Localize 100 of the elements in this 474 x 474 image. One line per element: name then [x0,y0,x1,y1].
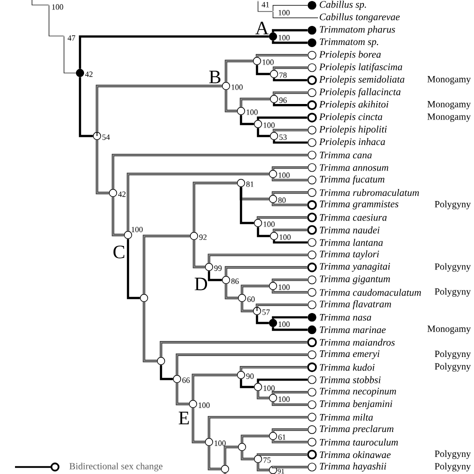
node-marker [268,394,278,402]
node-marker [268,170,278,178]
tip-marker [308,288,316,297]
clade-letter: C [113,246,124,258]
tree-branch [96,84,222,132]
tree-branch [256,54,308,57]
tip-marker [308,312,316,322]
tree-branch [272,103,308,106]
tip-marker [308,163,316,172]
tree-branch [240,115,254,126]
tip-marker [308,400,316,410]
tip-marker [308,375,316,384]
clade-letter: A [255,22,269,34]
tree-branch [240,434,269,443]
species-name: Trimma annosum [320,164,388,171]
node-marker [254,382,262,392]
species-name: Trimma benjamini [320,400,392,410]
tree-branch [272,440,308,444]
species-name: Trimma lantana [320,238,383,246]
species-name: Trimma caudomaculatum [320,288,421,296]
tree-branch [272,316,308,319]
tree-branch [142,302,157,362]
mating-system: Monogamy [427,76,471,84]
node-marker [204,438,214,446]
tip-marker [308,412,316,422]
species-name: Trimmatom sp. [320,38,378,48]
tip-marker [307,75,317,86]
species-name: Priolepis inhaca [319,138,385,148]
species-name: Priolepis latifascima [319,63,402,72]
tree-branch [272,128,308,132]
node-marker [222,276,230,284]
tip-marker [307,262,317,272]
legend-label: Bidirectional sex change [69,462,162,472]
tree-branch [272,240,308,244]
species-name: Trimma maiandros [320,338,395,346]
tree-branch [32,0,49,6]
node-marker [268,282,278,290]
tree-branch [272,228,308,232]
species-name: Trimma marinae [320,326,386,334]
species-name: Trimma milta [320,414,373,421]
tip-marker [307,337,317,348]
tree-branch [256,378,308,383]
node-marker [238,442,246,452]
tree-branch [160,341,308,357]
tree-branch [192,408,205,444]
node-marker [76,68,84,78]
node-marker [92,132,102,140]
tree-branch [272,91,308,95]
node-marker [268,32,278,41]
tree-branch [112,197,124,236]
node-marker [222,82,230,90]
tree-branch [126,172,269,231]
tip-marker [308,150,316,160]
node-marker [270,70,278,78]
species-name: Trimma flavatram [320,300,392,310]
tip-marker [307,100,317,110]
tree-branch [78,77,93,138]
species-name: Trimma okinawae [320,451,391,458]
node-marker [254,218,262,228]
tree-branch [192,182,237,232]
tree-branch [272,166,308,170]
tree-branch [78,35,269,69]
tree-branch [272,40,308,44]
node-marker [268,432,278,440]
tip-marker [307,200,317,210]
node-marker [252,56,262,66]
tip-marker [308,176,316,184]
species-name: Trimma tauroculum [320,438,398,446]
tree-branch [176,354,308,375]
tree-branch [224,60,253,82]
tip-marker [308,425,316,434]
node-marker [236,106,246,116]
species-name: Trimma fucatum [320,175,384,185]
tip-marker [307,112,317,122]
clade-letter: D [194,278,208,290]
tree-branch [272,66,308,70]
tip-marker [308,238,316,247]
node-marker [172,374,182,384]
tree-branch [256,453,308,456]
tree-branch [240,187,254,224]
species-name: Trimma rubromaculatum [320,188,419,196]
tree-branch [272,428,308,432]
tree-branch [240,98,270,107]
clade-letter: B [209,70,220,84]
tip-marker [308,26,316,35]
tree-branch [256,128,270,138]
mating-system: Polygyny [434,350,471,360]
tree-branch [256,227,270,238]
species-name: Priolepis akihitoi [319,100,388,110]
tree-branch [272,466,308,468]
tree-branch [208,416,308,438]
node-marker [190,232,198,240]
tree-branch [256,463,269,472]
node-marker [108,188,118,198]
tip-marker [308,38,316,48]
tip-marker [308,0,316,10]
tip-marker [308,250,316,260]
tree-branch [96,140,109,194]
species-name: Trimma caesiura [320,214,387,221]
tree-branch [272,5,308,12]
